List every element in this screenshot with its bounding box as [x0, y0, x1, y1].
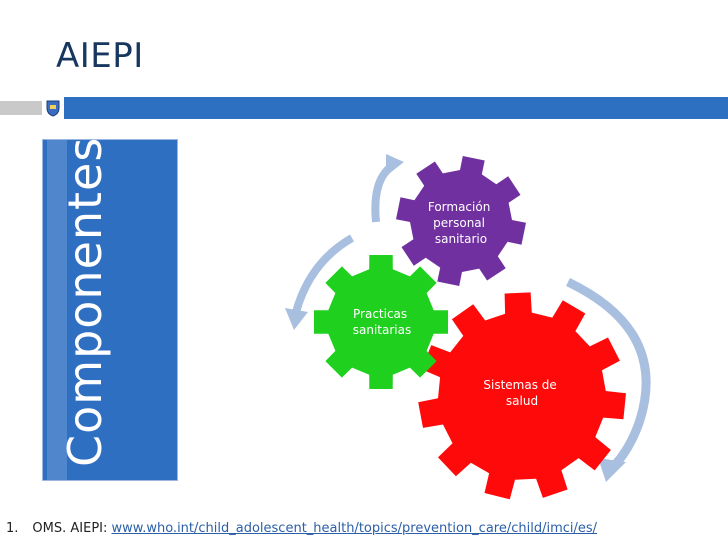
- footnote-text: OMS. AIEPI:: [32, 521, 112, 536]
- gear-formacion-label: Formación personal sanitario: [428, 200, 494, 246]
- header-band-left: [0, 101, 42, 115]
- cycle-arrow-right: [566, 277, 651, 472]
- side-panel-strip: [47, 140, 67, 480]
- gear-practicas-label: Practicas sanitarias: [353, 307, 411, 337]
- footnote-number: 1.: [6, 521, 19, 536]
- gear-sistemas-body: [418, 292, 626, 500]
- gear-practicas-sanitarias: [314, 255, 448, 389]
- cycle-arrow-left-head: [285, 308, 308, 330]
- cycle-arrow-right-head: [598, 458, 626, 482]
- side-panel: [42, 139, 178, 481]
- gear-sistemas-label: Sistemas de salud: [483, 378, 560, 408]
- cycle-arrow-top-head: [386, 154, 404, 176]
- header-band: [64, 97, 728, 119]
- cycle-arrow-top: [371, 162, 395, 223]
- gear-sistemas-line-1: Sistemas de: [483, 378, 556, 392]
- gear-practicas-body: [314, 255, 448, 389]
- footnote-link[interactable]: www.who.int/child_adolescent_health/topi…: [111, 521, 598, 536]
- gear-sistemas-de-salud: [418, 292, 626, 500]
- slide-title: AIEPI: [56, 36, 144, 76]
- gear-formacion-body: [396, 156, 526, 286]
- shield-icon: [46, 100, 60, 117]
- gear-formacion-line-1: Formación: [428, 200, 490, 214]
- gear-sistemas-line-2: salud: [506, 394, 538, 408]
- logo-badge: [42, 97, 64, 119]
- footnote: 1. OMS. AIEPI: www.who.int/child_adolesce…: [6, 521, 597, 536]
- cycle-arrow-left: [292, 234, 355, 314]
- gear-practicas-line-2: sanitarias: [353, 323, 411, 337]
- gear-formacion-personal: [396, 156, 526, 286]
- gear-formacion-line-3: sanitario: [435, 232, 487, 246]
- gear-practicas-line-1: Practicas: [353, 307, 407, 321]
- gear-formacion-line-2: personal: [433, 216, 485, 230]
